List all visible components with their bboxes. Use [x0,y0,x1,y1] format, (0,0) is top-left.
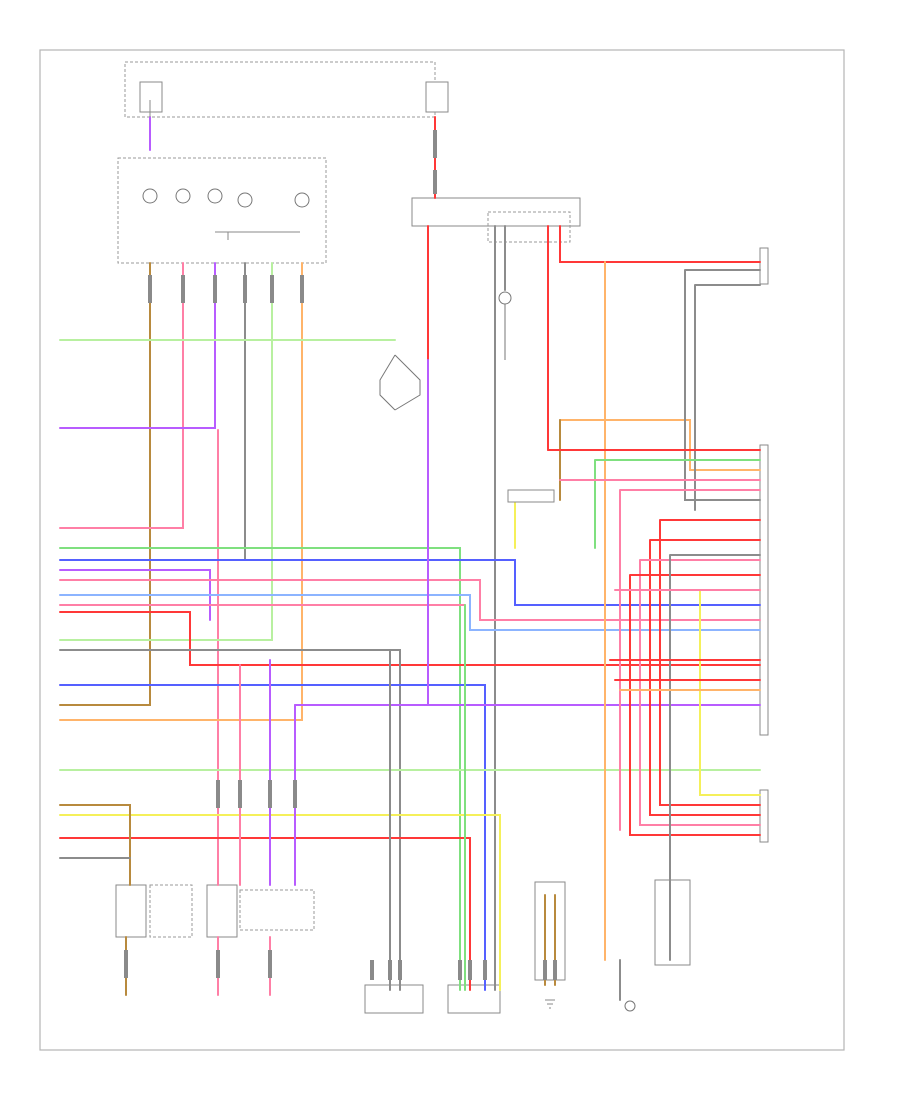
wire-gray-right-3 [669,554,761,961]
wire-orange-cluster-6 [59,262,303,721]
center-sensor-symbol [379,291,512,411]
wire-green-right [594,459,761,549]
wire-brown-horizontal [59,804,131,886]
wire-lightblue-horizontal [59,594,761,631]
wire-purple-horizontal [59,569,211,621]
relay-small-center [507,489,555,503]
wire-purple-cluster-3 [59,262,216,429]
indicator-lamp-4 [237,192,253,208]
right-bottom-relay [624,879,691,1012]
wire-red-right-5 [649,539,761,816]
left-bottom-module [115,884,193,938]
indicator-lamp-2 [175,188,191,204]
indicator-lamp-1 [142,188,158,204]
wire-yellow-horizontal [59,814,501,991]
connector-pins [124,130,557,980]
bottom-sensor-connector-1 [364,984,424,1014]
indicator-lamp-5 [294,192,310,208]
connector-block-top-right [759,247,769,285]
wire-gray-right-2 [694,284,761,511]
bottom-sensor-connector-3 [534,881,566,981]
wire-pink-cluster-2 [59,262,184,529]
indicator-lamp-3 [207,188,223,204]
wire-red-top-right [559,225,761,263]
center-bottom-module [206,884,315,938]
fuse-box-left [124,61,449,118]
wire-red-right-4 [659,519,761,806]
wire-orange-right-2 [559,419,761,471]
bottom-sensor-connector-2 [447,984,501,1014]
wire-gray-right-1 [684,269,761,501]
wire-pink-horizontal-1 [59,579,761,621]
diagram-frame [39,49,845,1051]
wire-green-cluster-5 [59,262,273,641]
instrument-cluster-box [117,157,327,264]
wire-gray-horizontal [59,649,401,991]
wire-green-horizontal-2 [59,547,461,991]
wire-blue-horizontal-2 [59,684,486,991]
wire-red-horizontal-1 [59,611,761,666]
wire-red-right-6 [629,574,761,836]
wire-red-horizontal-2 [59,837,471,991]
wire-blue-horizontal [59,559,761,606]
connector-block-main-right [759,444,769,736]
ground-point-bottom [545,999,555,1009]
wire-pink-right-3 [639,559,761,826]
wire-orange-cluster-1 [59,262,151,706]
connector-block-lower-right [759,789,769,843]
